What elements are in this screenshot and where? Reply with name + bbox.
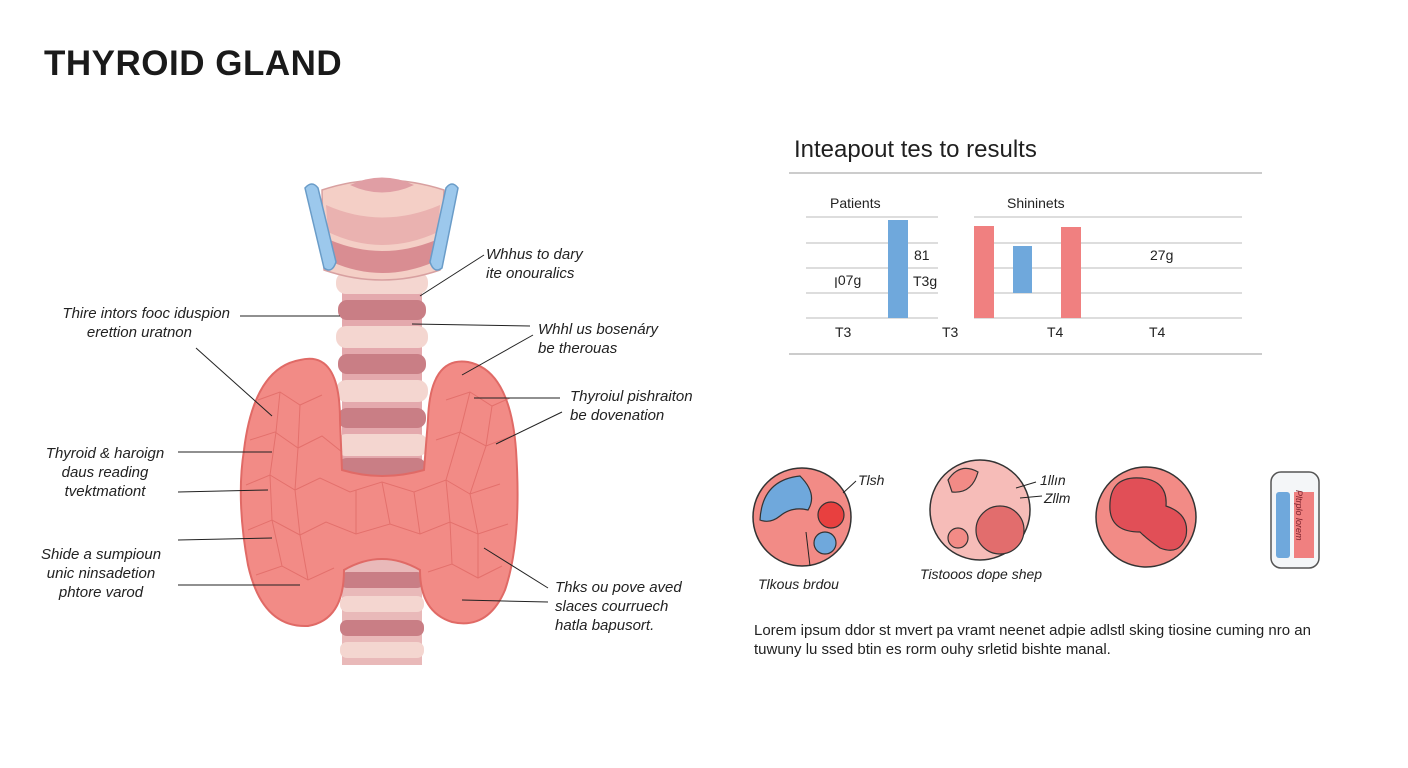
trachea bbox=[336, 270, 428, 665]
annotation-right-1: Whhus to dary ite onouralics bbox=[486, 246, 583, 282]
cell-3 bbox=[1095, 466, 1197, 568]
cell-2-label-a: 1llın bbox=[1040, 472, 1066, 488]
data-label: 27g bbox=[1150, 247, 1174, 263]
leader-lines bbox=[177, 254, 563, 603]
panel-header-patients: Patients bbox=[830, 195, 881, 211]
cell-2-caption: Tistooos dope shep bbox=[920, 566, 1043, 582]
cell-1-label: Tlsh bbox=[858, 472, 885, 488]
chart-bars bbox=[888, 220, 1081, 318]
annotation-right-4: Thks ou pove aved slaces courruech hatla… bbox=[555, 579, 682, 634]
page-title: THYROID GLAND bbox=[44, 44, 343, 83]
annotation-right-2: Whhl us bosenáry be therouas bbox=[538, 321, 659, 357]
x-tick-label: T4 bbox=[1047, 324, 1064, 340]
x-tick-label: T3 bbox=[942, 324, 959, 340]
larynx bbox=[321, 177, 445, 281]
panel-header-shininets: Shininets bbox=[1007, 195, 1065, 211]
bar-red-1 bbox=[974, 226, 994, 318]
chart-title: Inteapout tes to results bbox=[794, 136, 1037, 163]
test-tube-icon bbox=[1270, 471, 1320, 569]
cell-2-label-b: Zllm bbox=[1044, 490, 1071, 506]
bar-blue-1 bbox=[888, 220, 908, 318]
annotation-right-3: Thyroiul pishraiton be dovenation bbox=[570, 388, 693, 424]
cell-1 bbox=[752, 467, 857, 567]
thyroid-gland bbox=[239, 357, 519, 628]
tube-label: Pltrplo lorem bbox=[1294, 490, 1304, 541]
data-label: T3g bbox=[913, 273, 938, 289]
data-label: ꞁ07g bbox=[834, 272, 862, 288]
x-tick-label: T3 bbox=[835, 324, 852, 340]
x-tick-label: T4 bbox=[1149, 324, 1166, 340]
blue-cartilage bbox=[304, 183, 459, 271]
annotation-left-1: Thire intors fooc iduspion erettion urat… bbox=[62, 305, 230, 341]
bar-red-2 bbox=[1061, 227, 1081, 318]
bar-blue-2 bbox=[1013, 246, 1032, 293]
data-label: 81 bbox=[914, 247, 930, 263]
cell-2 bbox=[929, 459, 1043, 561]
annotation-left-2: Thyroid & haroign daus reading tvektmati… bbox=[45, 445, 165, 500]
annotation-left-3: Shide a sumpioun unic ninsadetion phtore… bbox=[40, 546, 162, 601]
cell-1-caption: Tlkous brdou bbox=[758, 576, 839, 592]
description-paragraph: Lorem ipsum ddor st mvert pa vramt neene… bbox=[754, 622, 1311, 658]
chart-frame bbox=[789, 172, 1262, 355]
